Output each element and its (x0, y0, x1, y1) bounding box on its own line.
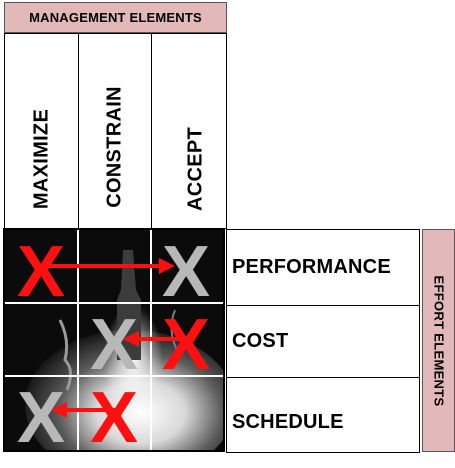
cost-arrow (123, 331, 195, 347)
performance-maximize-x: X (17, 232, 65, 312)
column-header-maximize: MAXIMIZE (4, 33, 79, 229)
smoke-trail-right (170, 309, 178, 351)
effort-elements-label: EFFORT ELEMENTS (431, 275, 446, 406)
row-text-cost: COST (232, 330, 289, 352)
row-label-performance: PERFORMANCE (226, 229, 420, 306)
management-elements-label: MANAGEMENT ELEMENTS (29, 10, 202, 25)
rocket-shape (117, 250, 141, 360)
schedule-constrain-x: X (90, 378, 138, 450)
performance-accept-x: X (162, 232, 210, 312)
column-header-accept: ACCEPT (151, 33, 227, 229)
schedule-arrow (51, 402, 123, 418)
launch-photo-grid: X X X X X X (3, 228, 235, 468)
performance-arrow (47, 258, 175, 274)
row-label-cost: COST (226, 305, 420, 378)
column-label-maximize: MAXIMIZE (30, 108, 53, 210)
tradeoff-matrix-graphic: X X X X X X (5, 230, 235, 468)
row-text-performance: PERFORMANCE (232, 256, 391, 278)
column-label-accept: ACCEPT (184, 126, 207, 212)
management-elements-header: MANAGEMENT ELEMENTS (4, 2, 227, 33)
cost-constrain-x: X (90, 305, 138, 385)
column-header-constrain: CONSTRAIN (78, 33, 152, 229)
effort-elements-header: EFFORT ELEMENTS (422, 229, 455, 452)
column-label-constrain: CONSTRAIN (103, 86, 126, 208)
smoke-trail-left (58, 319, 72, 391)
row-label-schedule: SCHEDULE (226, 377, 420, 453)
cost-accept-x: X (162, 305, 210, 385)
schedule-maximize-x: X (17, 378, 65, 450)
row-text-schedule: SCHEDULE (232, 410, 344, 433)
